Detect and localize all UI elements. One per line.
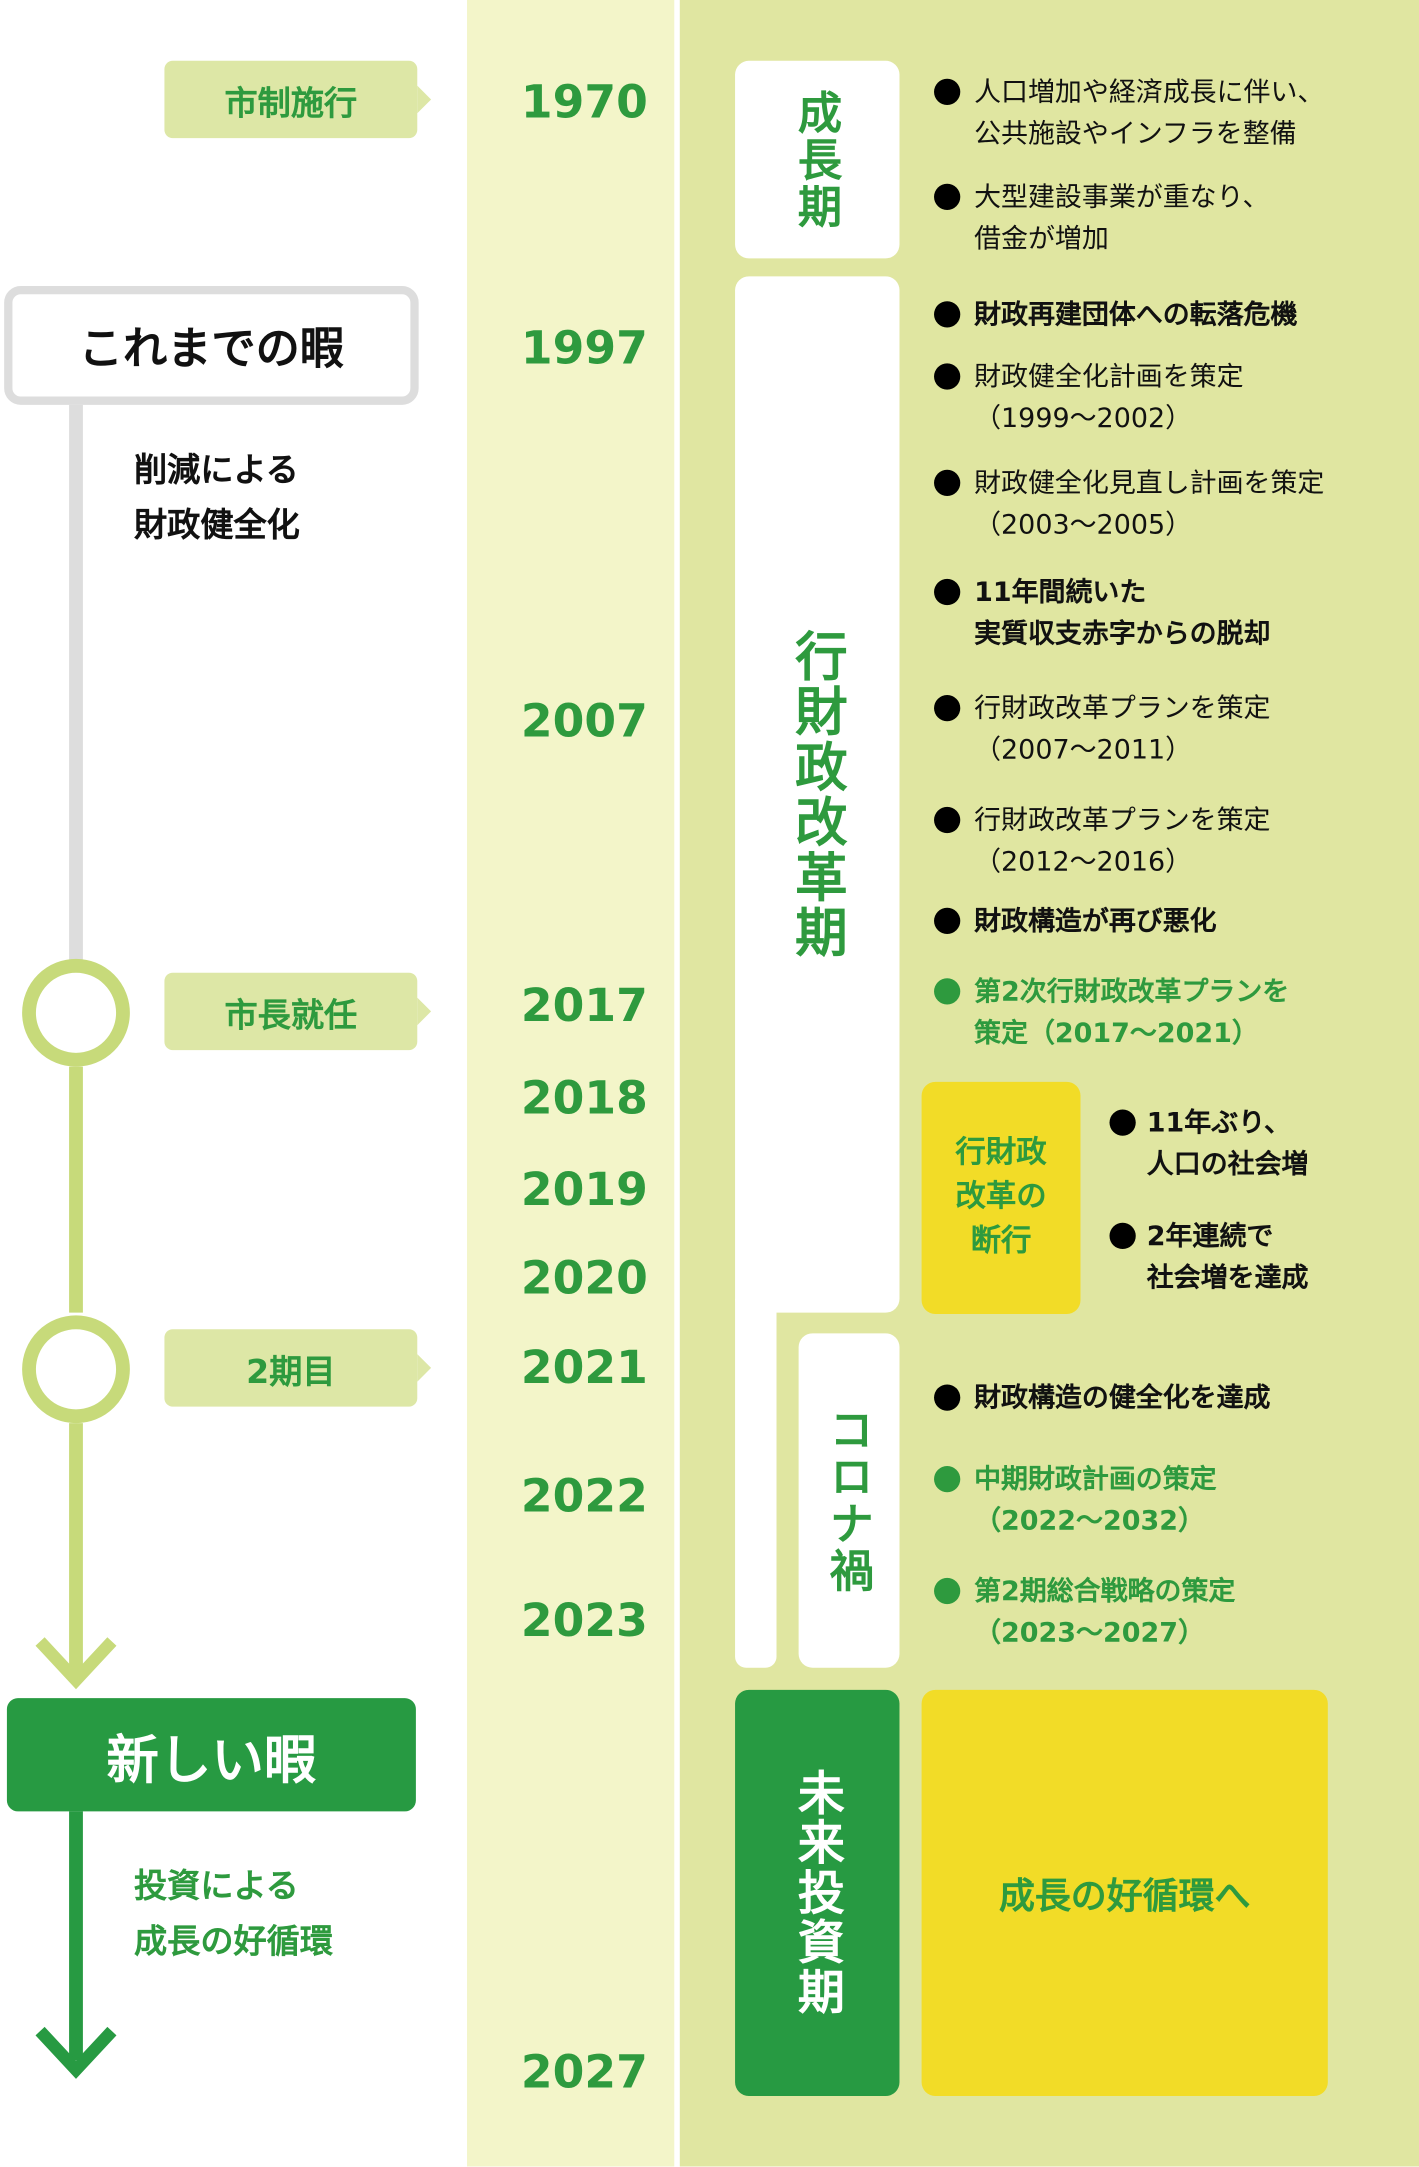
reform-decision-box: 行財政改革の断行 [921, 1081, 1081, 1314]
arrow-down-icon [35, 1637, 117, 1690]
year: 2022 [520, 1468, 648, 1523]
old-era-desc: 削減による財政健全化 [134, 450, 300, 545]
tag-city-founded: 市制施行 [164, 60, 432, 139]
year-column [467, 0, 675, 2167]
tag-mayor-inaugurated: 市長就任 [164, 972, 432, 1051]
event-item: 第2期総合戦略の策定（2023～2027） [934, 1571, 1235, 1654]
event-item: 財政健全化計画を策定（1999～2002） [934, 356, 1244, 439]
tag-second-term: 2期目 [164, 1329, 432, 1407]
year: 2017 [520, 978, 648, 1033]
goal-box: 成長の好循環へ [921, 1689, 1328, 2097]
year: 2018 [520, 1070, 648, 1125]
event-item: 財政構造が再び悪化 [934, 901, 1217, 942]
era-reform-extension [735, 1298, 777, 1668]
new-era-desc: 投資による成長の好循環 [134, 1866, 333, 1961]
era-future-investment: 未来投資期 [735, 1689, 900, 2097]
event-item: 第2次行財政改革プランを策定（2017～2021） [934, 971, 1289, 1054]
old-era-line [69, 404, 83, 961]
year: 2007 [520, 693, 648, 748]
timeline-line [69, 1066, 83, 1313]
milestone-circle [22, 1315, 130, 1424]
era-growth: 成長期 [735, 60, 900, 259]
year: 2019 [520, 1162, 648, 1216]
old-era-label: これまでの暇 [4, 286, 419, 405]
year: 2021 [520, 1340, 648, 1395]
new-era-line [69, 1811, 83, 2061]
timeline-line [69, 1423, 83, 1672]
event-item: 大型建設事業が重なり、借金が増加 [934, 177, 1269, 260]
event-item: 行財政改革プランを策定（2012～2016） [934, 800, 1270, 883]
arrow-down-icon [35, 2026, 117, 2079]
event-item: 11年間続いた実質収支赤字からの脱却 [934, 572, 1270, 655]
year: 2027 [520, 2044, 648, 2099]
event-item: 財政再建団体への転落危機 [934, 294, 1297, 335]
era-corona: コロナ禍 [798, 1333, 900, 1668]
new-era-label: 新しい暇 [6, 1698, 416, 1812]
year: 2023 [520, 1593, 648, 1647]
event-item: 財政健全化見直し計画を策定（2003～2005） [934, 463, 1324, 546]
milestone-circle [22, 958, 130, 1067]
year: 1997 [520, 320, 648, 375]
era-reform: 行財政改革期 [735, 276, 900, 1313]
event-item: 人口増加や経済成長に伴い、公共施設やインフラを整備 [934, 72, 1324, 155]
event-item: 11年ぶり、人口の社会増 [1109, 1103, 1308, 1186]
year: 1970 [520, 74, 648, 129]
year: 2020 [520, 1250, 648, 1305]
event-item: 中期財政計画の策定（2022～2032） [934, 1459, 1217, 1542]
event-item: 行財政改革プランを策定（2007～2011） [934, 688, 1270, 771]
event-item: 2年連続で社会増を達成 [1109, 1216, 1308, 1299]
event-item: 財政構造の健全化を達成 [934, 1378, 1270, 1419]
